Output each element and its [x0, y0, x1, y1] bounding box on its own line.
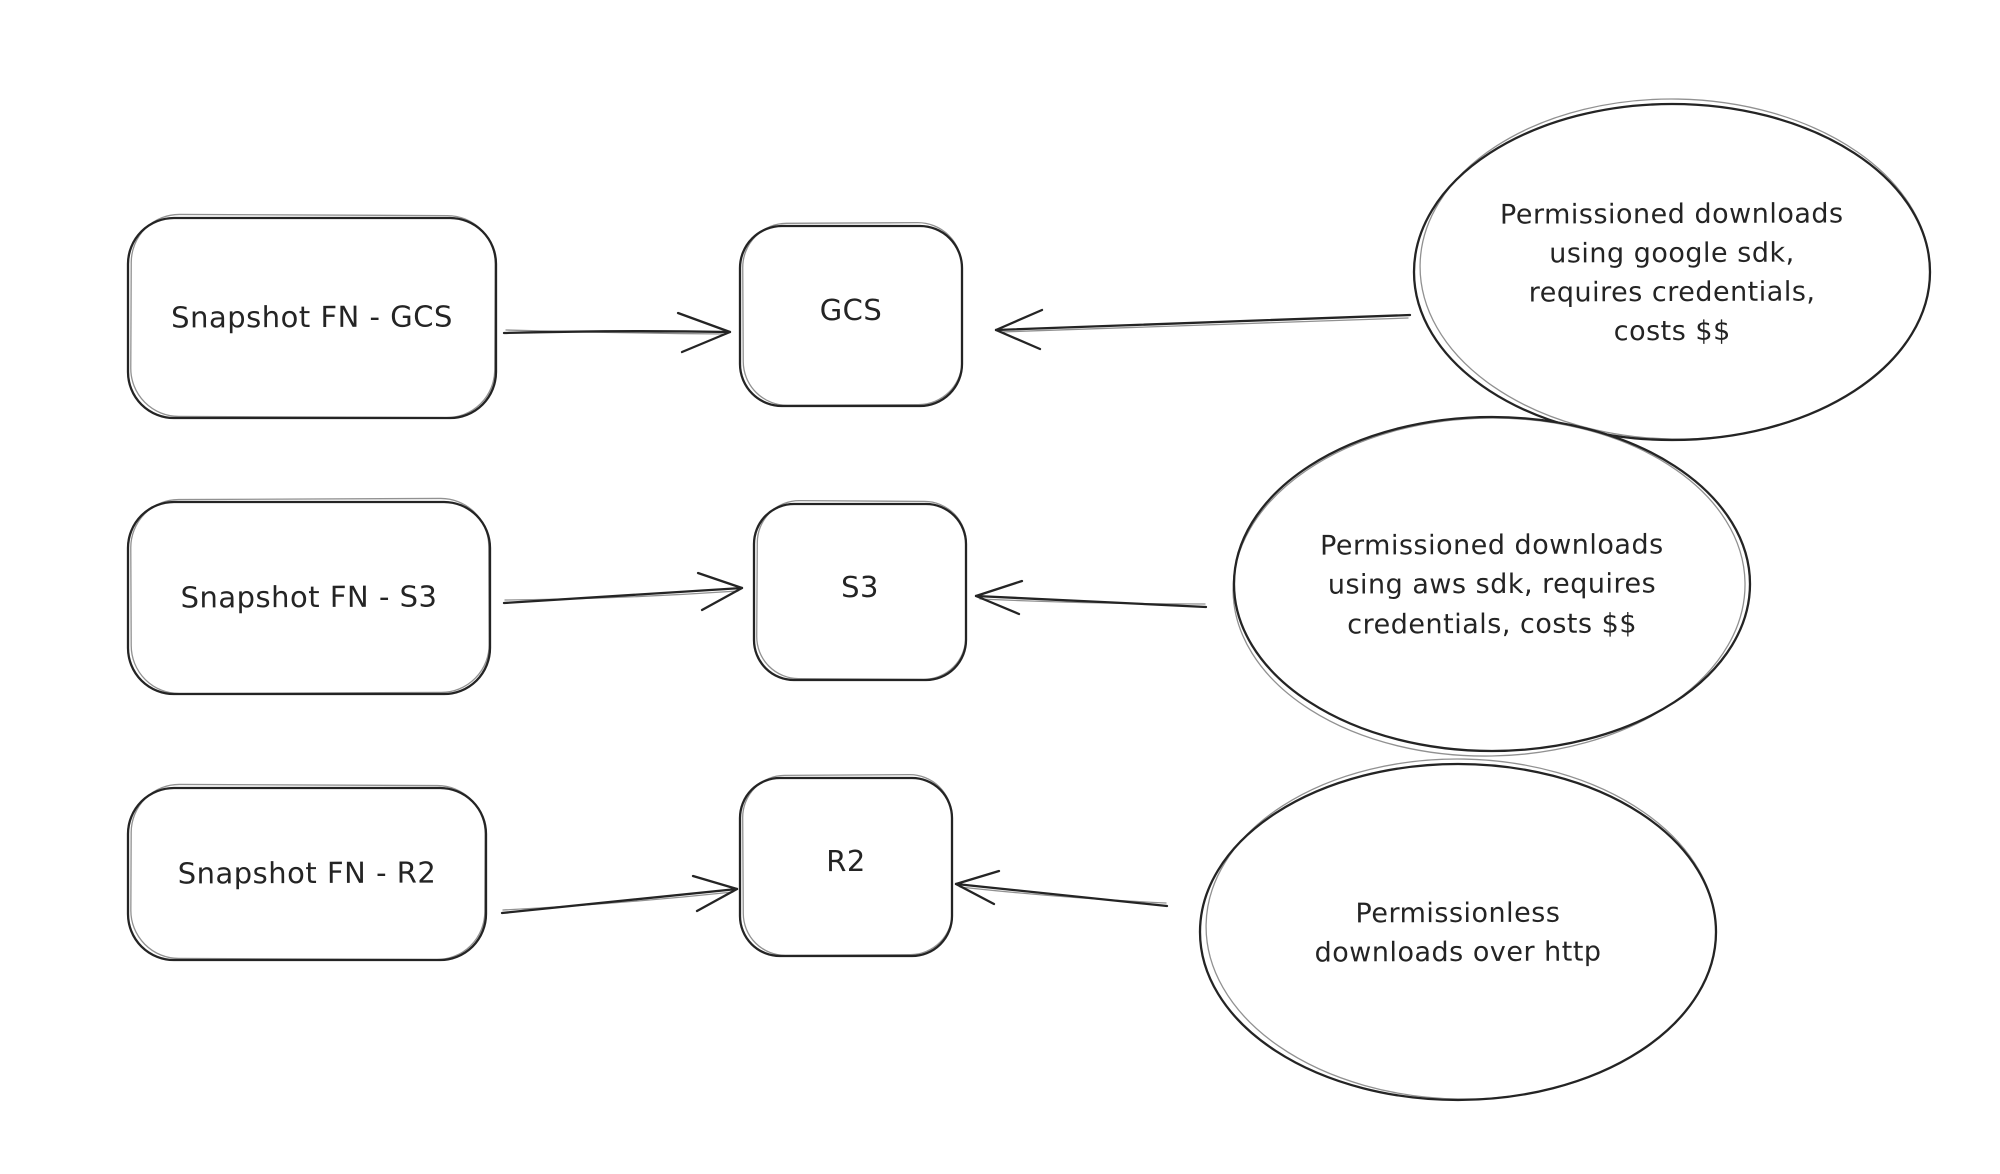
arrow-fn-to-r2 [500, 874, 739, 915]
source-box-s3-outline [126, 500, 492, 696]
source-box-gcs-label: Snapshot FN - GCS [171, 299, 453, 335]
target-box-r2-label: R2 [826, 844, 866, 879]
arrow-fn-to-gcs-head [676, 311, 732, 354]
target-box-r2-shape [738, 773, 954, 958]
arrow-note-to-r2-shaft [954, 882, 1169, 908]
note-ellipse-s3-outline-sketch [1232, 417, 1746, 757]
arrow-note-to-gcs-sketch [999, 317, 1409, 333]
arrow-fn-to-gcs [502, 311, 732, 354]
target-box-s3-shape [752, 499, 968, 682]
arrow-fn-to-s3-shaft [502, 586, 744, 605]
arrow-note-to-gcs-head [994, 308, 1044, 351]
note-ellipse-s3-label: Permissioned downloads using aws sdk, re… [1320, 529, 1664, 641]
source-box-r2-label: Snapshot FN - R2 [177, 855, 437, 891]
note-ellipse-r2-outline-sketch [1205, 758, 1717, 1100]
source-box-s3-outline-sketch [130, 497, 490, 695]
arrow-fn-to-r2-shaft [500, 887, 739, 915]
arrow-note-to-r2 [954, 869, 1169, 908]
target-box-s3-outline-sketch [756, 499, 967, 681]
note-ellipse-gcs-outline-sketch [1419, 98, 1931, 440]
arrow-note-to-s3-shaft [974, 594, 1208, 609]
source-box-r2-shape [126, 783, 488, 962]
target-box-gcs-label: GCS [819, 293, 883, 328]
note-ellipse-s3-outline [1232, 415, 1752, 753]
arrow-note-to-s3 [974, 579, 1208, 616]
arrow-fn-to-r2-sketch [502, 891, 734, 911]
source-box-gcs-outline [126, 216, 498, 420]
arrow-fn-to-gcs-shaft [502, 330, 732, 335]
target-box-gcs-shape [738, 221, 964, 408]
target-box-r2-outline-sketch [742, 773, 953, 957]
source-box-s3-shape [126, 497, 492, 696]
note-ellipse-gcs-label: Permissioned downloads using google sdk,… [1499, 198, 1844, 348]
source-box-r2-outline [126, 786, 488, 962]
note-ellipse-gcs-shape [1412, 98, 1932, 442]
arrow-note-to-r2-sketch [959, 886, 1167, 904]
source-box-gcs-shape [126, 213, 498, 420]
source-box-r2-outline-sketch [130, 783, 486, 961]
arrow-fn-to-s3-sketch [504, 590, 739, 601]
arrow-fn-to-s3 [502, 571, 744, 612]
source-box-s3-label: Snapshot FN - S3 [180, 579, 438, 615]
arrow-note-to-gcs [994, 308, 1412, 351]
note-ellipse-r2-shape [1198, 758, 1718, 1102]
arrow-fn-to-gcs-sketch [505, 329, 727, 335]
note-ellipse-r2-label: Permissionless downloads over http [1314, 897, 1602, 969]
arrow-note-to-gcs-shaft [994, 313, 1412, 332]
target-box-s3-label: S3 [841, 570, 879, 605]
arrow-note-to-s3-sketch [979, 598, 1206, 605]
target-box-gcs-outline-sketch [742, 221, 963, 406]
source-box-gcs-outline-sketch [130, 213, 496, 419]
note-ellipse-s3-shape [1232, 415, 1752, 757]
